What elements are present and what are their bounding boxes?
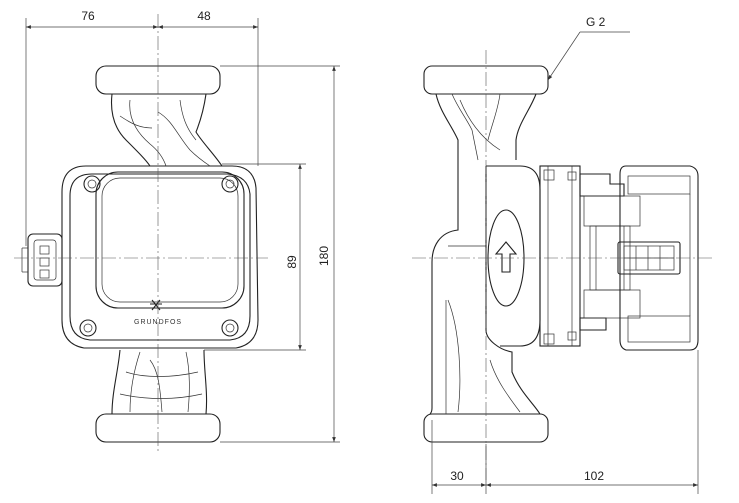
dim-flange-offset: 30 bbox=[450, 469, 464, 483]
motor-head-inner bbox=[69, 173, 251, 341]
side-control-box bbox=[619, 165, 699, 351]
dim-pump-height: 180 bbox=[317, 246, 331, 266]
front-dimensions: 76 48 180 89 bbox=[25, 9, 340, 443]
brand-text: GRUNDFOS bbox=[134, 319, 182, 326]
brand-logo: GRUNDFOS bbox=[134, 299, 182, 326]
connector-plug bbox=[21, 233, 63, 287]
side-view bbox=[412, 50, 712, 480]
front-upper-body bbox=[110, 93, 223, 167]
flow-arrow-icon bbox=[494, 241, 518, 273]
thread-label: G 2 bbox=[586, 15, 606, 29]
dim-motor-length: 102 bbox=[584, 469, 604, 483]
front-lower-body bbox=[111, 349, 208, 415]
dim-right-width: 48 bbox=[197, 9, 211, 23]
electronics-housing bbox=[579, 173, 625, 331]
dim-left-width: 76 bbox=[81, 9, 95, 23]
corner-screws bbox=[79, 175, 239, 337]
control-box bbox=[95, 171, 245, 309]
motor-head-outer bbox=[61, 165, 259, 349]
thread-callout: G 2 bbox=[547, 15, 630, 81]
side-dimensions: 30 102 bbox=[431, 350, 699, 494]
stator-block bbox=[539, 165, 581, 347]
side-pump-housing bbox=[429, 93, 541, 415]
screw-top-left bbox=[83, 175, 101, 193]
dim-head-height: 89 bbox=[285, 255, 299, 269]
screw-top-right bbox=[221, 175, 239, 193]
screw-bottom-left bbox=[79, 319, 97, 337]
control-box-face bbox=[101, 177, 239, 303]
front-view: GRUNDFOS bbox=[14, 14, 268, 452]
screw-bottom-right bbox=[221, 319, 239, 337]
